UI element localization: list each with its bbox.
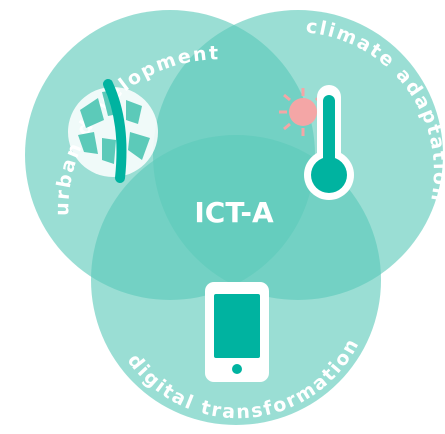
circle-digital-transformation — [91, 135, 381, 425]
sun-icon — [279, 88, 323, 136]
city-map-icon — [68, 79, 158, 183]
smartphone-icon — [205, 282, 269, 382]
center-label: ICT-A — [194, 196, 274, 229]
venn-circles — [25, 10, 443, 425]
thermometer-sun-icon — [279, 85, 354, 200]
